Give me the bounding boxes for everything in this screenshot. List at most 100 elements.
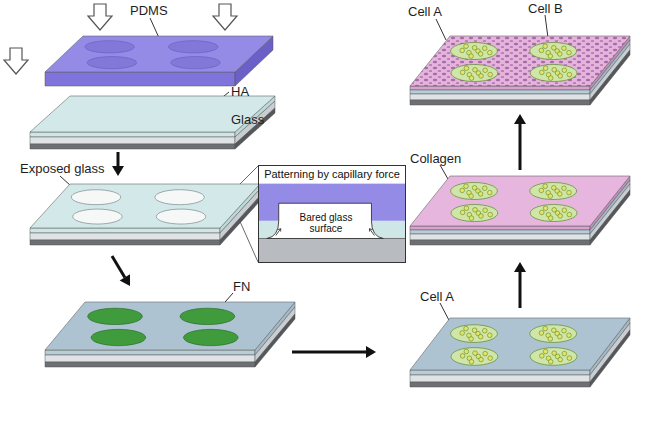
cell-a (469, 337, 474, 342)
cell-a (478, 192, 483, 197)
cell-a (478, 52, 483, 57)
slab-top (30, 96, 275, 132)
part-label: Collagen (410, 151, 461, 166)
slab-top (410, 176, 630, 226)
fn-spot (91, 329, 146, 345)
cell-a (469, 54, 474, 59)
cell-a (488, 212, 493, 217)
cell-a (469, 76, 474, 81)
step-arrowhead (514, 114, 526, 124)
cell-a-slide (410, 318, 630, 387)
part-label: PDMS (130, 3, 168, 18)
node-text: Bared glass surface (283, 212, 369, 234)
step-arrowhead (120, 274, 130, 286)
glass-slide (30, 96, 275, 149)
exposed-glass (156, 209, 205, 224)
cell-a (543, 206, 548, 211)
cell-a (567, 333, 572, 338)
cell-a (487, 333, 492, 338)
cell-a (473, 351, 478, 356)
step-arrowhead (112, 166, 124, 176)
stamp-post (87, 57, 136, 69)
cell-a (543, 66, 548, 71)
cell-label: Cell A (420, 289, 454, 304)
cell-a (469, 194, 474, 199)
cell-a-island (451, 65, 498, 82)
cell-a (472, 328, 477, 333)
cell-a (483, 351, 488, 356)
cell-label: Cell B (528, 1, 563, 16)
slab-top (410, 318, 630, 370)
patterned-slide (30, 184, 260, 245)
cell-a (558, 192, 563, 197)
slab-side (410, 94, 590, 100)
cell-a (469, 359, 474, 364)
collagen-slide (410, 176, 630, 245)
cell-a (539, 188, 544, 193)
cell-a (464, 326, 469, 331)
press-arrow (88, 4, 112, 30)
slab-side (45, 362, 255, 367)
inset-heading: Patterning by capillary force (259, 166, 405, 181)
step-arrowhead (514, 262, 526, 272)
cell-a (543, 326, 548, 331)
cell-a (548, 216, 553, 221)
cell-a (543, 184, 548, 189)
cell-a (483, 208, 488, 213)
cell-a (558, 334, 563, 339)
cell-a-island (451, 205, 498, 222)
cell-a-island (530, 183, 577, 200)
cell-a (460, 188, 465, 193)
slab-side (30, 233, 220, 240)
cell-a (473, 67, 478, 72)
part-label: FN (233, 279, 250, 294)
slab-side (410, 86, 590, 90)
cell-a (472, 185, 477, 190)
cell-a (488, 356, 493, 361)
stamp-post (85, 41, 134, 53)
cell-a (558, 214, 563, 219)
cell-a (460, 331, 465, 336)
cell-a (460, 210, 465, 215)
cell-a-island (530, 325, 577, 343)
slab-side (410, 370, 590, 375)
exposed-glass (155, 190, 204, 205)
slab-side (45, 355, 255, 362)
cell-a (460, 354, 465, 359)
cell-a (539, 354, 544, 359)
slab-top (45, 36, 273, 72)
cell-a (472, 45, 477, 50)
press-arrow (4, 48, 28, 74)
cell-a (562, 46, 567, 51)
cell-a (478, 334, 483, 339)
cell-a-island (530, 43, 577, 60)
slab-side (30, 228, 220, 233)
step-arrow (292, 351, 366, 354)
cell-a (558, 357, 563, 362)
cell-a (479, 357, 484, 362)
cell-a (539, 331, 544, 336)
cell-a-island (530, 348, 577, 366)
cell-a (548, 194, 553, 199)
layer-label: Glass (231, 112, 264, 127)
slab-side (30, 240, 220, 245)
cell-a (562, 186, 567, 191)
slab-side (410, 100, 590, 105)
cell-a (464, 44, 469, 49)
slab-side (410, 226, 590, 230)
cell-a (473, 207, 478, 212)
cell-a (460, 48, 465, 53)
cell-a (482, 328, 487, 333)
slab-side (410, 230, 590, 234)
cell-a (558, 74, 563, 79)
cell-a (479, 74, 484, 79)
slab-side (410, 375, 590, 382)
cell-a (488, 72, 493, 77)
fn-spot (88, 308, 143, 324)
fn-spot (184, 329, 239, 345)
slab-side (30, 144, 235, 149)
cell-a (464, 206, 469, 211)
cell-a (487, 50, 492, 55)
cell-label: Cell A (408, 4, 442, 19)
slab-side (410, 90, 590, 94)
